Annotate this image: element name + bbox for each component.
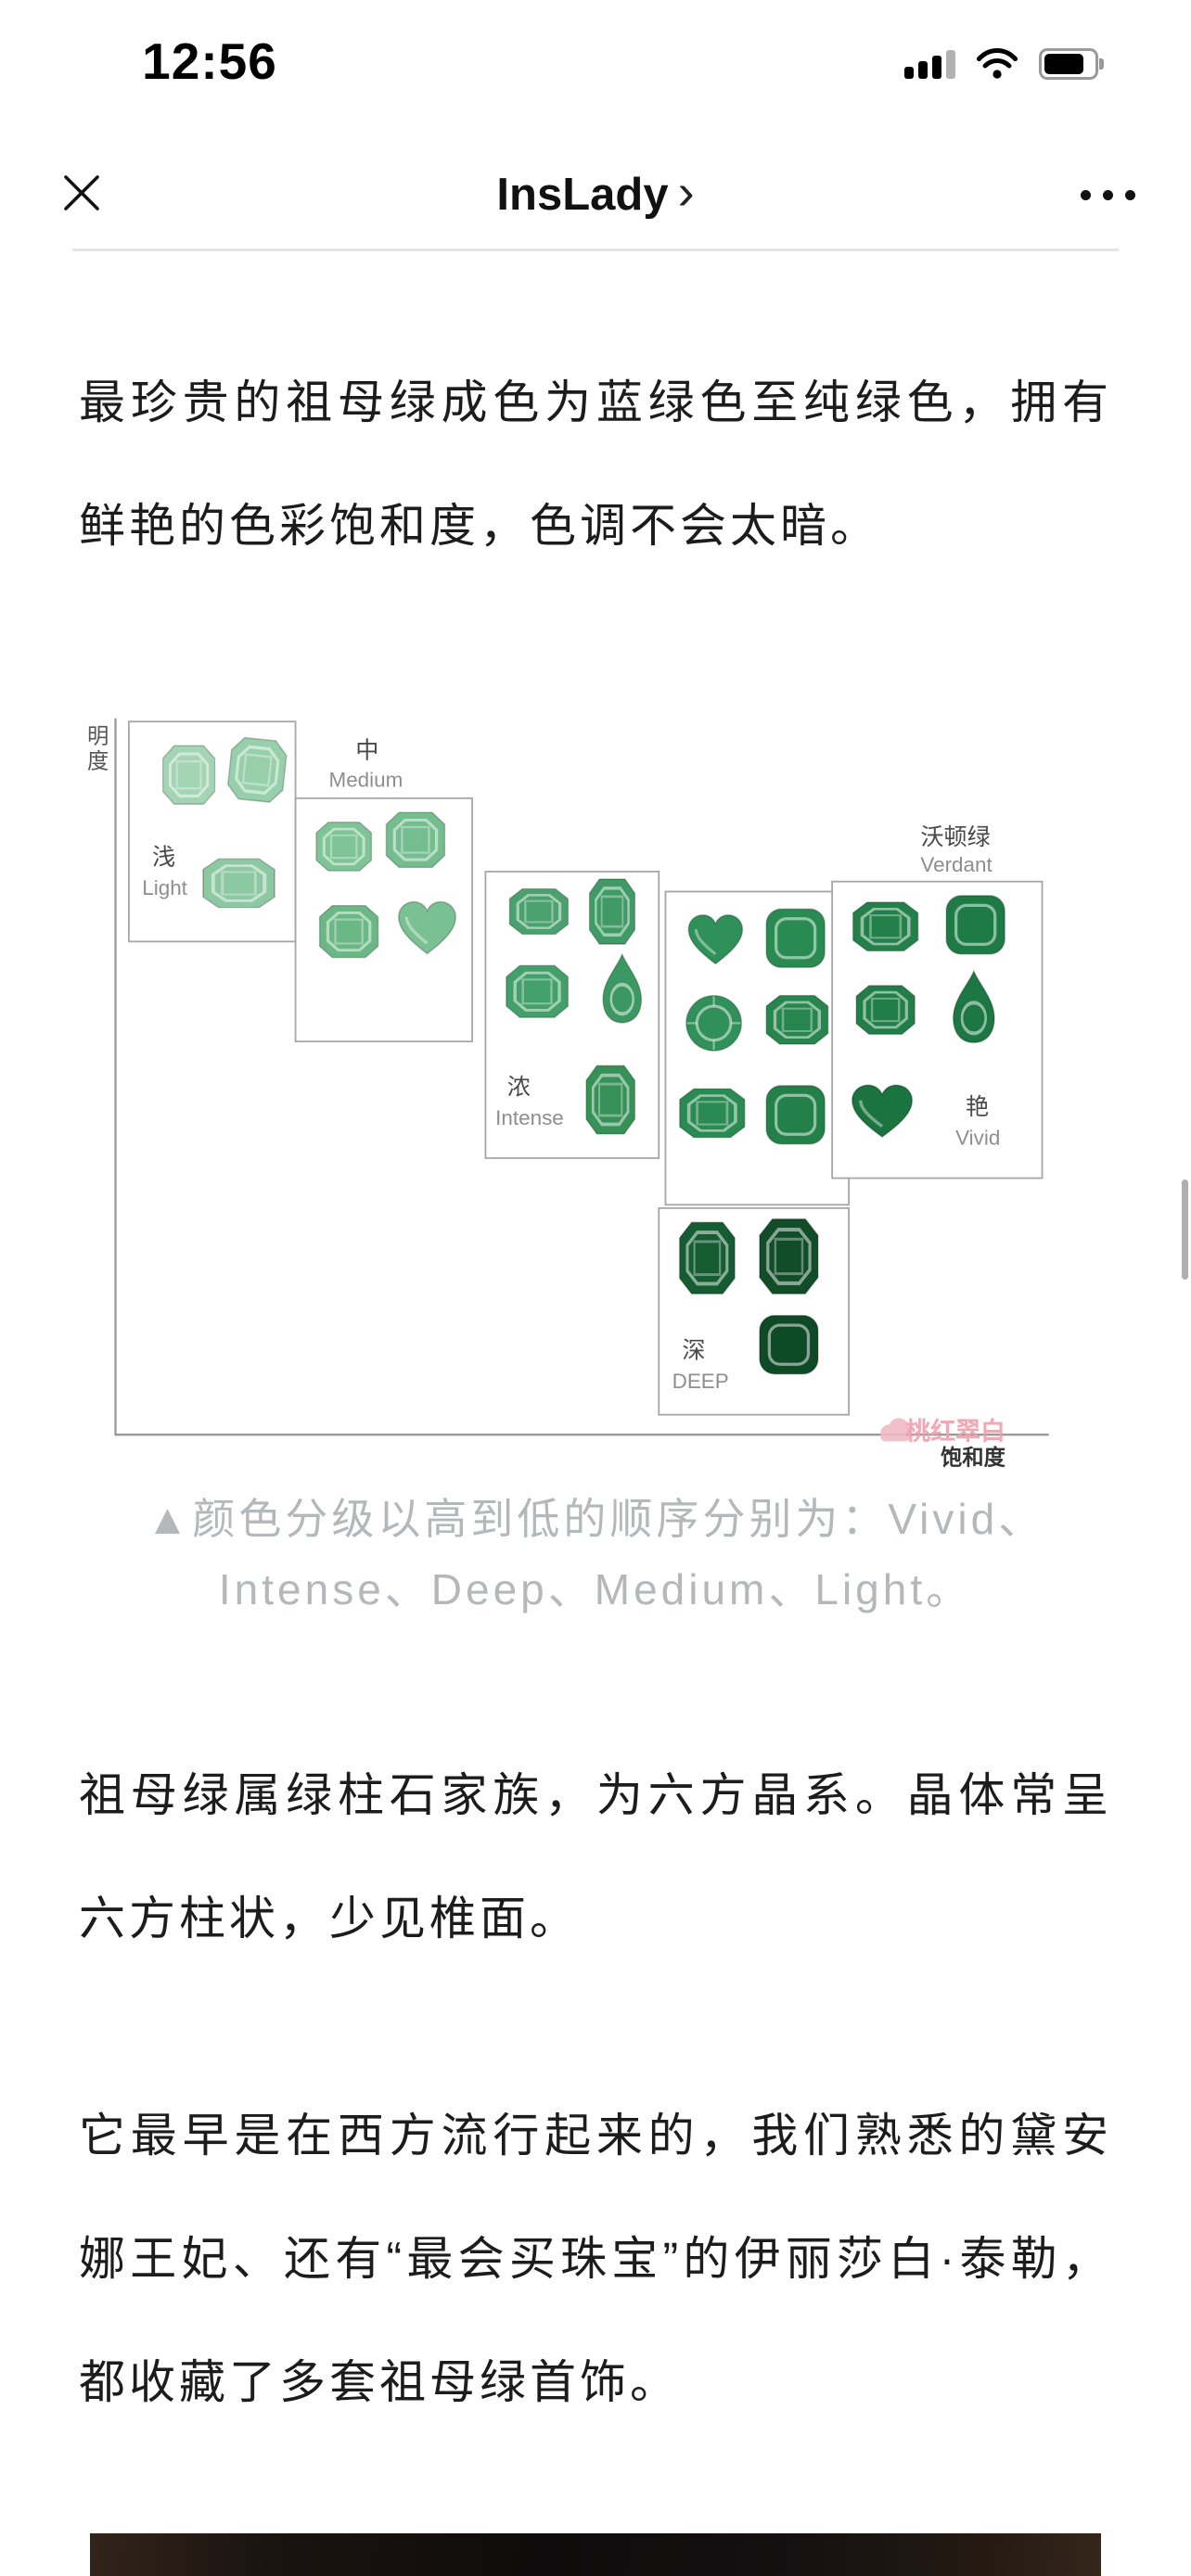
- watermark: 桃红翠白: [880, 1417, 1005, 1446]
- page-title: InsLady: [496, 170, 669, 220]
- gem-round: [685, 994, 743, 1052]
- status-icons: [904, 48, 1104, 80]
- label-verdant-en: Verdant: [920, 853, 992, 876]
- label-verdant-cn: 沃顿绿: [920, 824, 990, 850]
- grade-box-intense: 浓 Intense: [484, 871, 660, 1159]
- gem-emerald-cut: [678, 1088, 746, 1139]
- gem-emerald-cut: [508, 887, 570, 936]
- svg-text:桃红翠白: 桃红翠白: [905, 1417, 1005, 1446]
- label-deep-cn: 深: [682, 1338, 705, 1364]
- label-light-en: Light: [142, 876, 187, 899]
- gem-emerald-cut: [855, 985, 916, 1035]
- gem-emerald-cut: [585, 1065, 636, 1135]
- wifi-icon: [977, 48, 1018, 79]
- label-intense-en: Intense: [495, 1106, 564, 1129]
- grade-box-medium: 中 Medium: [294, 738, 473, 1043]
- gem-emerald-cut: [505, 964, 570, 1019]
- content-divider: [72, 249, 1119, 251]
- x-axis-label: 饱和度: [941, 1445, 1006, 1470]
- gem-emerald-cut: [315, 822, 373, 872]
- label-light-cn: 浅: [152, 845, 175, 871]
- gem-cushion: [765, 908, 826, 969]
- status-bar: 12:56: [0, 0, 1191, 121]
- grade-box-light: 浅 Light: [128, 721, 297, 943]
- grade-box-deep: 深 DEEP: [658, 1206, 851, 1416]
- gem-cushion: [759, 1314, 819, 1375]
- nav-bar: InsLady ›: [0, 139, 1191, 250]
- gem-emerald-cut: [765, 994, 829, 1045]
- figure-caption: ▲颜色分级以高到低的顺序分别为：Vivid、 Intense、Deep、Medi…: [56, 1484, 1135, 1625]
- color-grading-diagram: 明 度 浅 Light 中 Medium 浓 Intense: [87, 718, 1049, 1470]
- status-time: 12:56: [142, 32, 277, 90]
- ellipsis-icon: [1081, 189, 1091, 200]
- gem-emerald-cut: [161, 745, 216, 806]
- gem-emerald-cut: [225, 735, 289, 805]
- gem-emerald-cut: [852, 901, 919, 952]
- gem-emerald-cut: [760, 1219, 818, 1294]
- gem-emerald-cut: [318, 904, 379, 959]
- cloud-icon: [880, 1418, 911, 1442]
- gem-emerald-cut: [588, 878, 636, 945]
- caption-line-2: Intense、Deep、Medium、Light。: [218, 1565, 973, 1613]
- scrollbar-thumb[interactable]: [1182, 1180, 1188, 1280]
- y-axis-label: 明: [87, 724, 109, 748]
- battery-icon: [1039, 48, 1104, 80]
- label-vivid-cn: 艳: [966, 1094, 989, 1120]
- gem-emerald-cut: [201, 858, 276, 909]
- paragraph-1: 最珍贵的祖母绿成色为蓝绿色至纯绿色，拥有鲜艳的色彩饱和度，色调不会太暗。: [79, 376, 1112, 552]
- label-deep-en: DEEP: [672, 1370, 729, 1393]
- chevron-right-icon: ›: [677, 164, 695, 220]
- label-intense-cn: 浓: [507, 1075, 531, 1101]
- account-title[interactable]: InsLady ›: [0, 139, 1191, 250]
- paragraph-3: 它最早是在西方流行起来的，我们熟悉的黛安娜王妃、还有“最会买珠宝”的伊丽莎白·泰…: [79, 2110, 1112, 2408]
- color-grading-figure: 明 度 浅 Light 中 Medium 浓 Intense: [79, 688, 1112, 1472]
- gem-emerald-cut: [385, 811, 446, 869]
- svg-text:度: 度: [87, 749, 109, 773]
- paragraph-2: 祖母绿属绿柱石家族，为六方晶系。晶体常呈六方柱状，少见椎面。: [79, 1769, 1112, 1945]
- article-image-cropped[interactable]: [90, 2533, 1101, 2576]
- grade-box-verdant: 沃顿绿 Verdant 艳 Vivid: [831, 824, 1044, 1180]
- label-vivid-en: Vivid: [955, 1127, 1000, 1150]
- diagram-axes: [114, 718, 1049, 1436]
- label-medium-en: Medium: [329, 768, 403, 791]
- label-medium-cn: 中: [355, 738, 378, 764]
- more-button[interactable]: [1081, 180, 1135, 210]
- gem-emerald-cut: [678, 1221, 736, 1295]
- gem-cushion: [765, 1084, 826, 1145]
- gem-cushion: [945, 895, 1006, 955]
- close-icon: [64, 175, 99, 210]
- grade-box-vivid-cluster: [664, 890, 851, 1206]
- cellular-signal-icon: [904, 49, 955, 79]
- close-button[interactable]: [48, 159, 115, 226]
- caption-line-1: ▲颜色分级以高到低的顺序分别为：Vivid、: [146, 1495, 1045, 1543]
